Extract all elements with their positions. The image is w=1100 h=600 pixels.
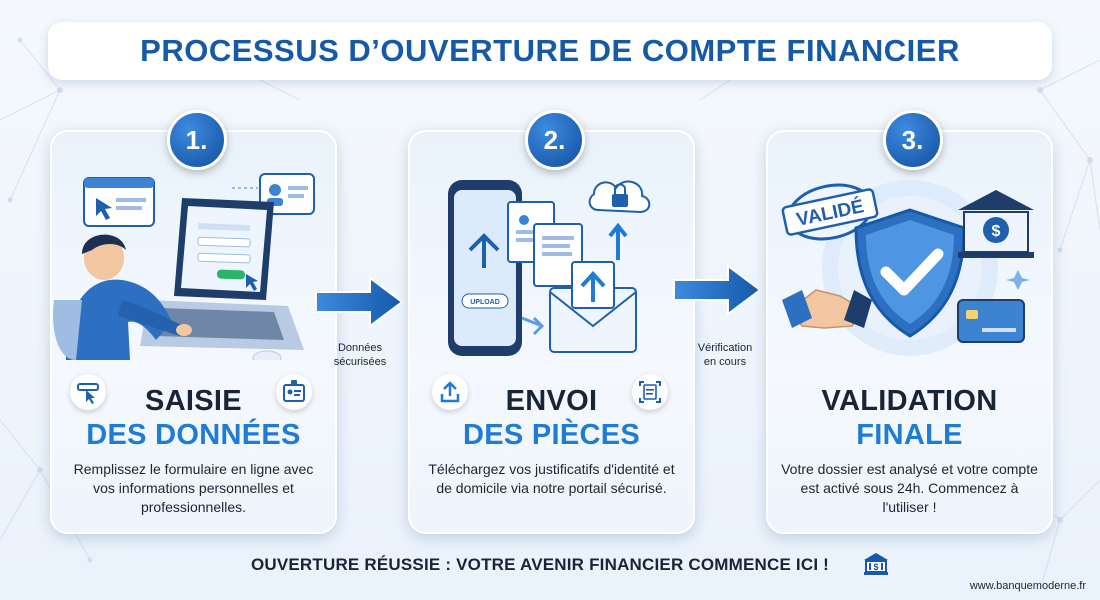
arrow-right-icon xyxy=(673,264,762,316)
arrow-right-icon xyxy=(315,276,404,328)
upload-icon xyxy=(432,374,468,410)
step-title-line1: ENVOI xyxy=(505,385,598,417)
svg-text:$: $ xyxy=(992,223,1001,240)
upload-phone-illustration: UPLOAD xyxy=(448,180,651,356)
step-title-line1: VALIDATION xyxy=(821,385,998,417)
connector-label-line1: Données xyxy=(337,342,383,354)
step-description: Votre dossier est analysé et votre compt… xyxy=(781,461,1038,515)
step-title-line2: DES PIÈCES xyxy=(462,419,641,451)
step-description: Téléchargez vos justificatifs d'identité… xyxy=(428,461,675,496)
step-card-1: 1. xyxy=(50,110,337,534)
laptop-user-illustration xyxy=(52,173,315,360)
step-number-badge: 2. xyxy=(524,110,585,170)
page-title: PROCESSUS D’OUVERTURE DE COMPTE FINANCIE… xyxy=(140,33,960,68)
connector-label-line2: sécurisées xyxy=(333,356,387,368)
step-number-badge: 3. xyxy=(882,110,943,170)
title-banner: PROCESSUS D’OUVERTURE DE COMPTE FINANCIE… xyxy=(48,22,1052,80)
validation-shield-illustration: VALIDÉ $ xyxy=(781,180,1034,356)
step-description: Remplissez le formulaire en ligne avec v… xyxy=(73,461,314,515)
browser-cursor-icon xyxy=(70,374,106,410)
document-scan-icon xyxy=(632,374,668,410)
connector-label-line1: Vérification xyxy=(697,342,753,354)
browser-window-icon xyxy=(83,177,155,227)
bank-building-icon: $ xyxy=(958,190,1034,258)
step-card-2: 2. UPLOAD ENVOI DES PIÈCES Téléchargez v… xyxy=(408,110,695,534)
upload-text: UPLOAD xyxy=(470,299,500,306)
website-url[interactable]: www.banquemoderne.fr xyxy=(969,580,1086,592)
step-card-3: 3. VALIDÉ $ VALIDATION FINALE xyxy=(766,110,1053,534)
id-badge-icon xyxy=(276,374,312,410)
step-title-line2: DES DONNÉES xyxy=(86,419,301,451)
svg-text:$: $ xyxy=(873,562,878,572)
connector-label: Vérification en cours xyxy=(680,341,770,369)
step-number-badge: 1. xyxy=(166,110,227,170)
connector-label-line2: en cours xyxy=(703,356,747,368)
footer-message: OUVERTURE RÉUSSIE : VOTRE AVENIR FINANCI… xyxy=(250,555,830,574)
step-title-line2: FINALE xyxy=(856,419,963,451)
validated-stamp: VALIDÉ xyxy=(781,183,879,241)
step-title-line1: SAISIE xyxy=(145,385,242,417)
connector-label: Données sécurisées xyxy=(320,341,400,369)
bank-icon: $ xyxy=(864,553,888,575)
